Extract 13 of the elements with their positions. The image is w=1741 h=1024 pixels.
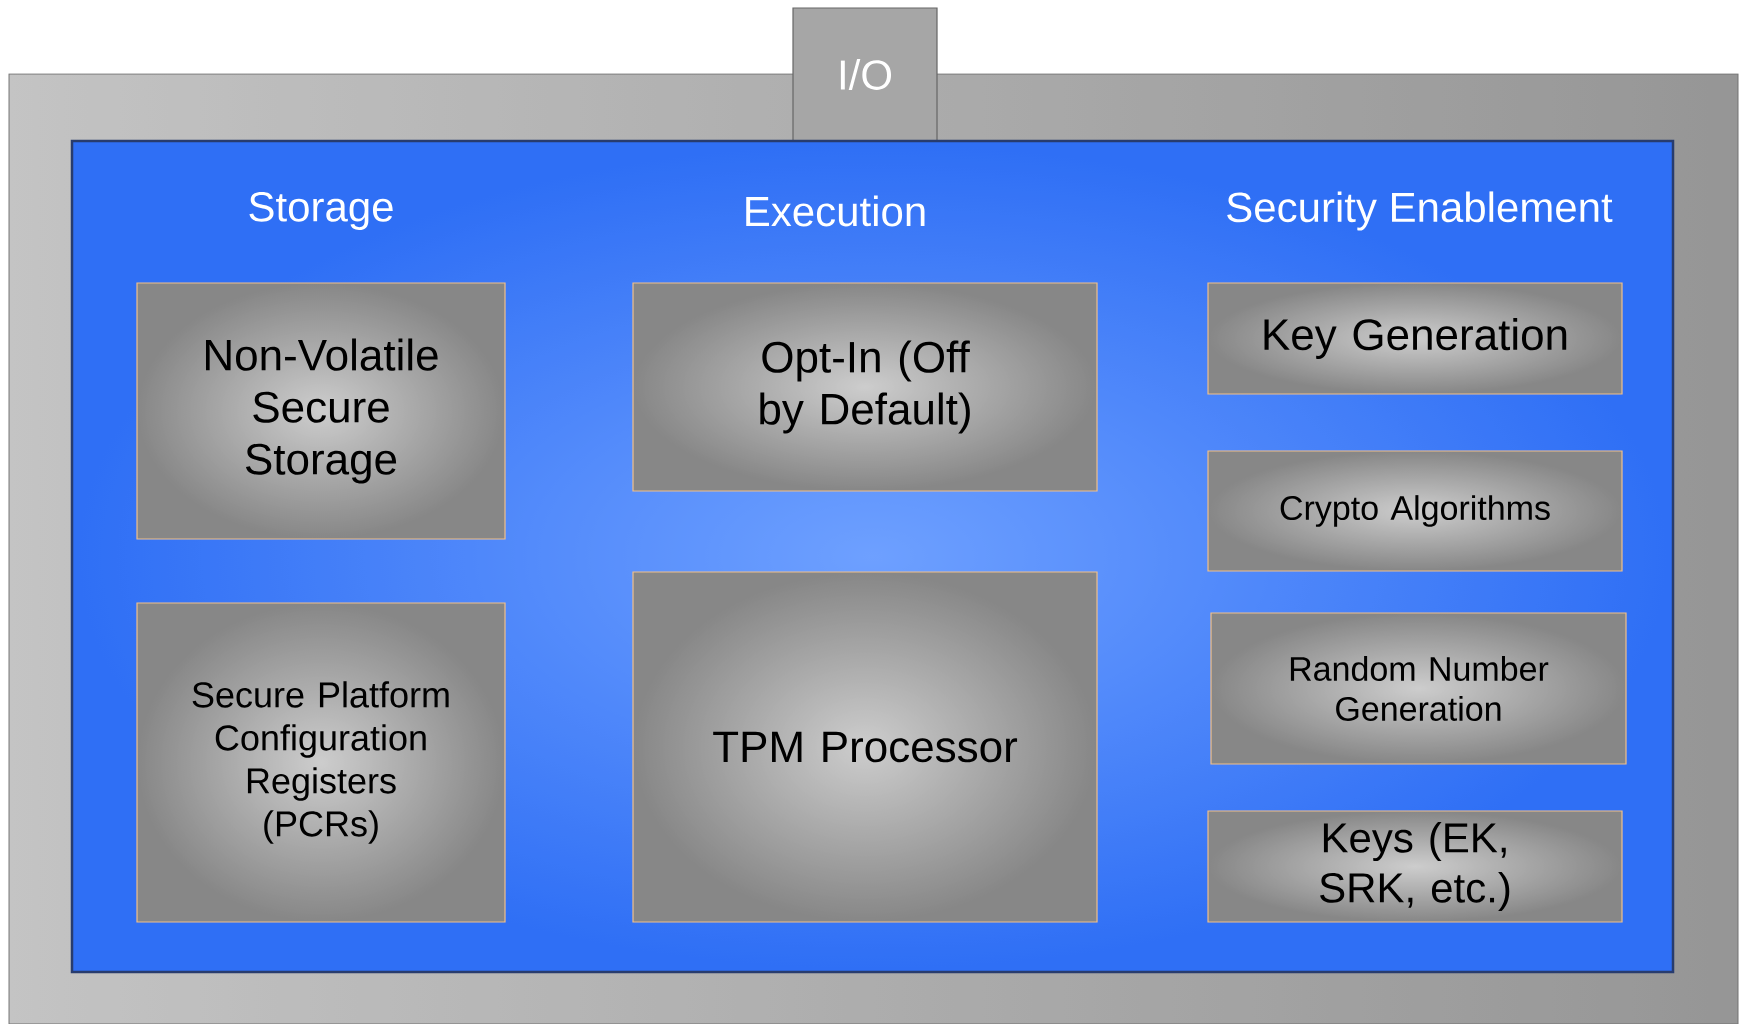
component-box: Non-Volatile Secure Storage — [136, 282, 506, 540]
io-tab: I/O — [792, 7, 938, 142]
column-heading: Security Enablement — [1227, 191, 1613, 231]
component-box: Crypto Algorithms — [1207, 450, 1623, 572]
component-box: Key Generation — [1207, 282, 1623, 395]
component-panel — [70, 139, 1675, 974]
component-box: Keys (EK, SRK, etc.) — [1207, 810, 1623, 923]
component-box: Random Number Generation — [1210, 612, 1627, 765]
column-heading: Storage — [249, 191, 393, 230]
component-box: Opt-In (Off by Default) — [632, 282, 1098, 492]
component-box: Secure Platform Configuration Registers (PCRs) — [136, 602, 506, 923]
component-box: TPM Processor — [632, 571, 1098, 923]
column-heading: Execution — [746, 195, 925, 227]
